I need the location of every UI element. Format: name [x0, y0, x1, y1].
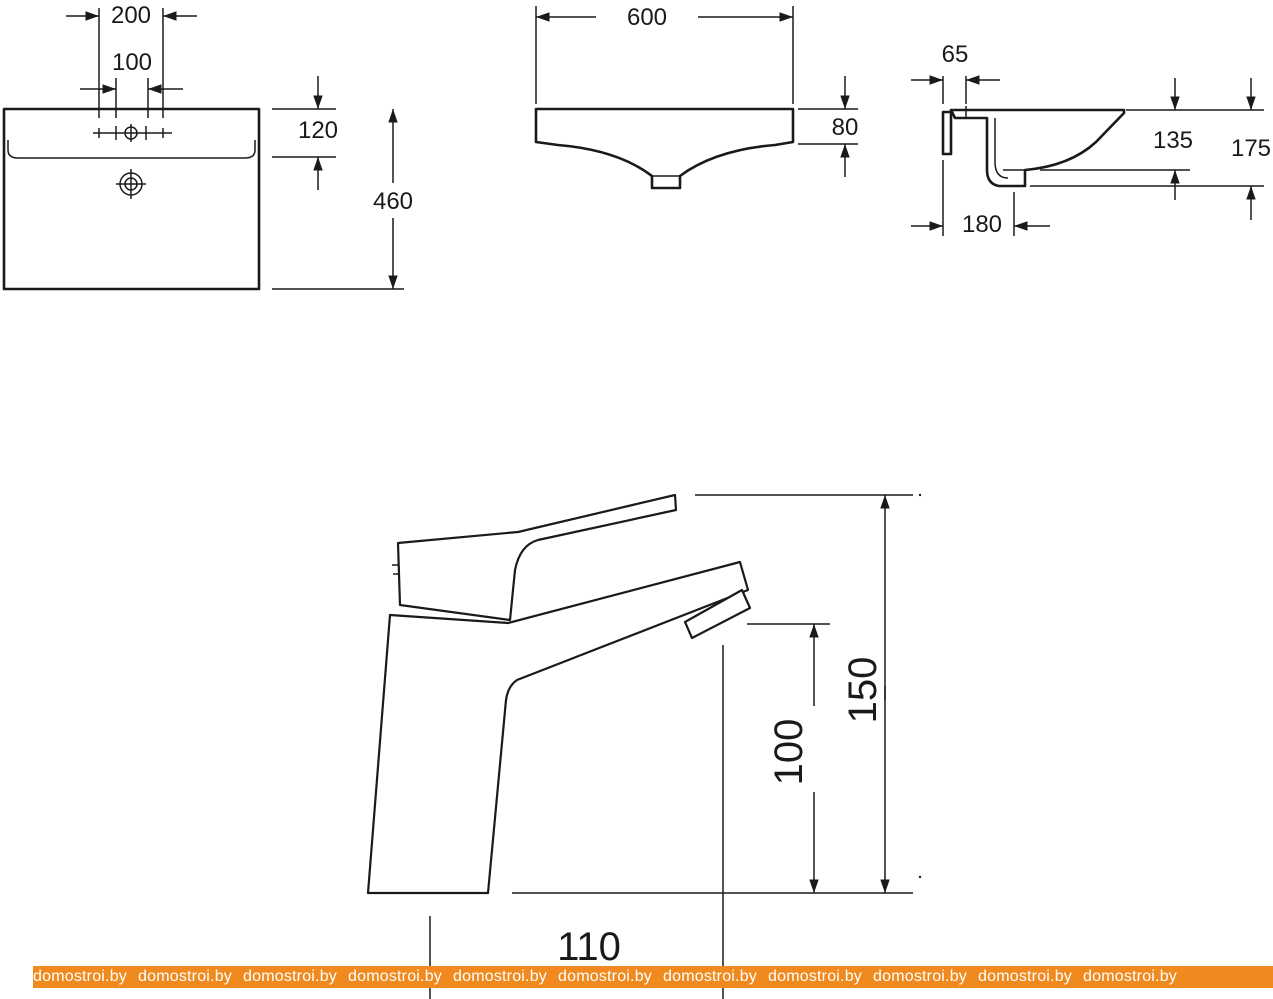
watermark-text: domostroi.by [558, 968, 652, 985]
dim-faucet-total-height: 150 [841, 657, 885, 724]
watermark-text: domostroi.by [768, 968, 862, 985]
dim-basin-depth: 460 [373, 188, 413, 215]
basin-side-section: 65 135 175 180 [911, 41, 1271, 238]
basin-front-view: 600 80 [534, 4, 859, 190]
dim-section-top-offset: 65 [942, 41, 969, 68]
tap-holes [93, 124, 172, 142]
dim-section-total-height: 175 [1231, 135, 1271, 162]
dim-basin-front-inner: 100 [112, 49, 152, 76]
drain-symbol [116, 169, 146, 199]
dim-basin-front-outer: 200 [111, 2, 151, 29]
watermark-text: domostroi.by [453, 968, 547, 985]
faucet-aerator [683, 588, 752, 640]
faucet-body [366, 560, 750, 895]
basin-top-view: 200 100 120 460 [2, 2, 413, 291]
basin-rim-line [7, 140, 256, 159]
dim-faucet-spout-height: 100 [767, 719, 811, 786]
watermark-text: domostroi.by [348, 968, 442, 985]
faucet-lever [396, 493, 678, 622]
section-inner-wall [994, 118, 1009, 179]
watermark-text: domostroi.by [873, 968, 967, 985]
basin-outline [2, 107, 261, 291]
dim-basin-top-offset: 120 [298, 117, 338, 144]
watermark-text: domostroi.by [978, 968, 1072, 985]
dim-section-drain-offset: 180 [962, 211, 1002, 238]
wall-mount [941, 110, 953, 156]
watermark-text: domostroi.by [33, 968, 127, 985]
dim-section-bowl-depth: 135 [1153, 127, 1193, 154]
dim-faucet-reach: 110 [557, 925, 621, 969]
section-outline [949, 108, 1126, 188]
faucet-side-view: 100 150 110 [366, 493, 922, 999]
basin-front-outline [534, 107, 795, 190]
dim-basin-width: 600 [627, 4, 667, 31]
watermark-text: domostroi.by [138, 968, 232, 985]
watermark-text: domostroi.by [663, 968, 757, 985]
watermark-strip: domostroi.by domostroi.by domostroi.by domo… [33, 966, 1273, 988]
watermark-text: domostroi.by [1083, 968, 1177, 985]
watermark-text: domostroi.by [243, 968, 337, 985]
dim-basin-rim-height: 80 [832, 114, 859, 141]
